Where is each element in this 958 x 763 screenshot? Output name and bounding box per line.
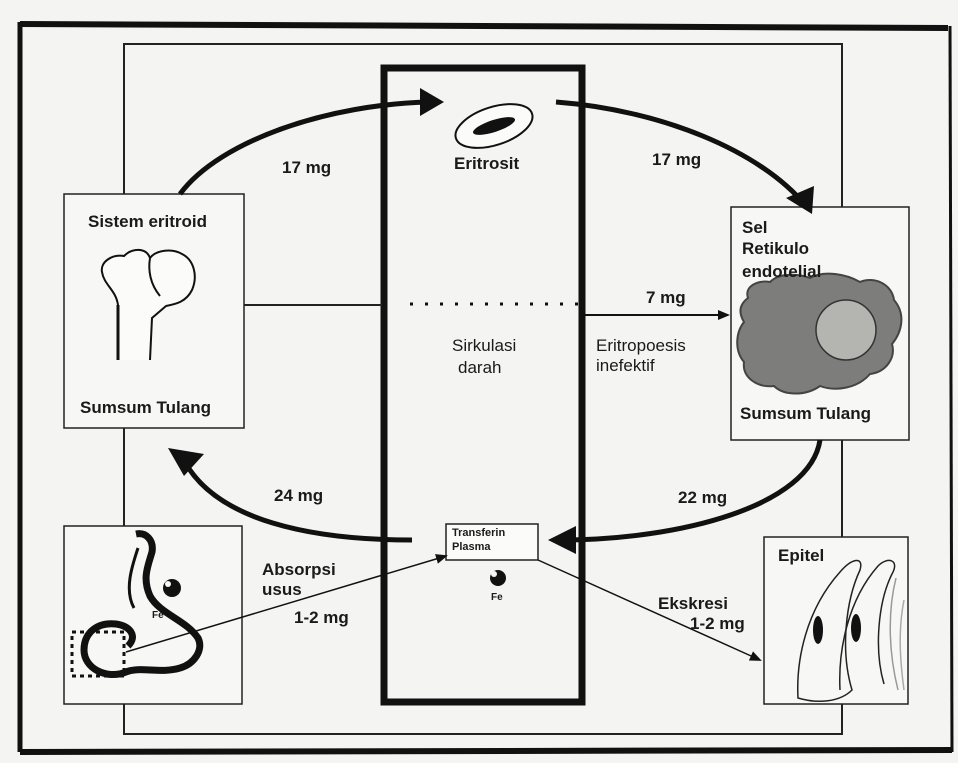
flow-label-7mg: 7 mg xyxy=(646,288,686,308)
circulation-label-line1: Sirkulasi xyxy=(452,336,516,356)
iron-label-left: Fe xyxy=(152,610,164,621)
transferrin-label-line1: Transferin xyxy=(452,527,505,539)
bone-marrow-label-left: Sumsum Tulang xyxy=(80,398,211,418)
iron-label-center: Fe xyxy=(491,592,503,603)
erythroid-system-label: Sistem eritroid xyxy=(88,212,207,232)
iron-dot-left xyxy=(163,579,181,597)
absorption-label-line2: usus xyxy=(262,580,302,600)
arrowhead-bottom-left xyxy=(168,448,204,476)
epithelium-nucleus-2 xyxy=(851,614,861,642)
flow-label-17mg-left: 17 mg xyxy=(282,158,331,178)
flow-label-24mg: 24 mg xyxy=(274,486,323,506)
iron-dot-center-highlight xyxy=(491,571,497,577)
ineffective-label-line1: Eritropoesis xyxy=(596,336,686,356)
absorption-label-line1: Absorpsi xyxy=(262,560,336,580)
iron-dot-left-highlight xyxy=(165,581,171,587)
erythrocyte-label: Eritrosit xyxy=(454,154,519,174)
flow-label-22mg: 22 mg xyxy=(678,488,727,508)
epithelium-label: Epitel xyxy=(778,546,824,566)
epithelium-nucleus-1 xyxy=(813,616,823,644)
ineffective-label-line2: inefektif xyxy=(596,356,655,376)
excretion-label: Ekskresi xyxy=(658,594,728,614)
transferrin-label-line2: Plasma xyxy=(452,541,491,553)
bone-marrow-label-right: Sumsum Tulang xyxy=(740,404,871,424)
flow-label-17mg-right: 17 mg xyxy=(652,150,701,170)
excretion-amount-label: 1-2 mg xyxy=(690,614,745,634)
circulation-label-line2: darah xyxy=(458,358,501,378)
absorption-amount-label: 1-2 mg xyxy=(294,608,349,628)
res-label-line1: Sel xyxy=(742,218,768,238)
res-label-line3: endotelial xyxy=(742,262,821,282)
res-label-line2: Retikulo xyxy=(742,239,809,259)
